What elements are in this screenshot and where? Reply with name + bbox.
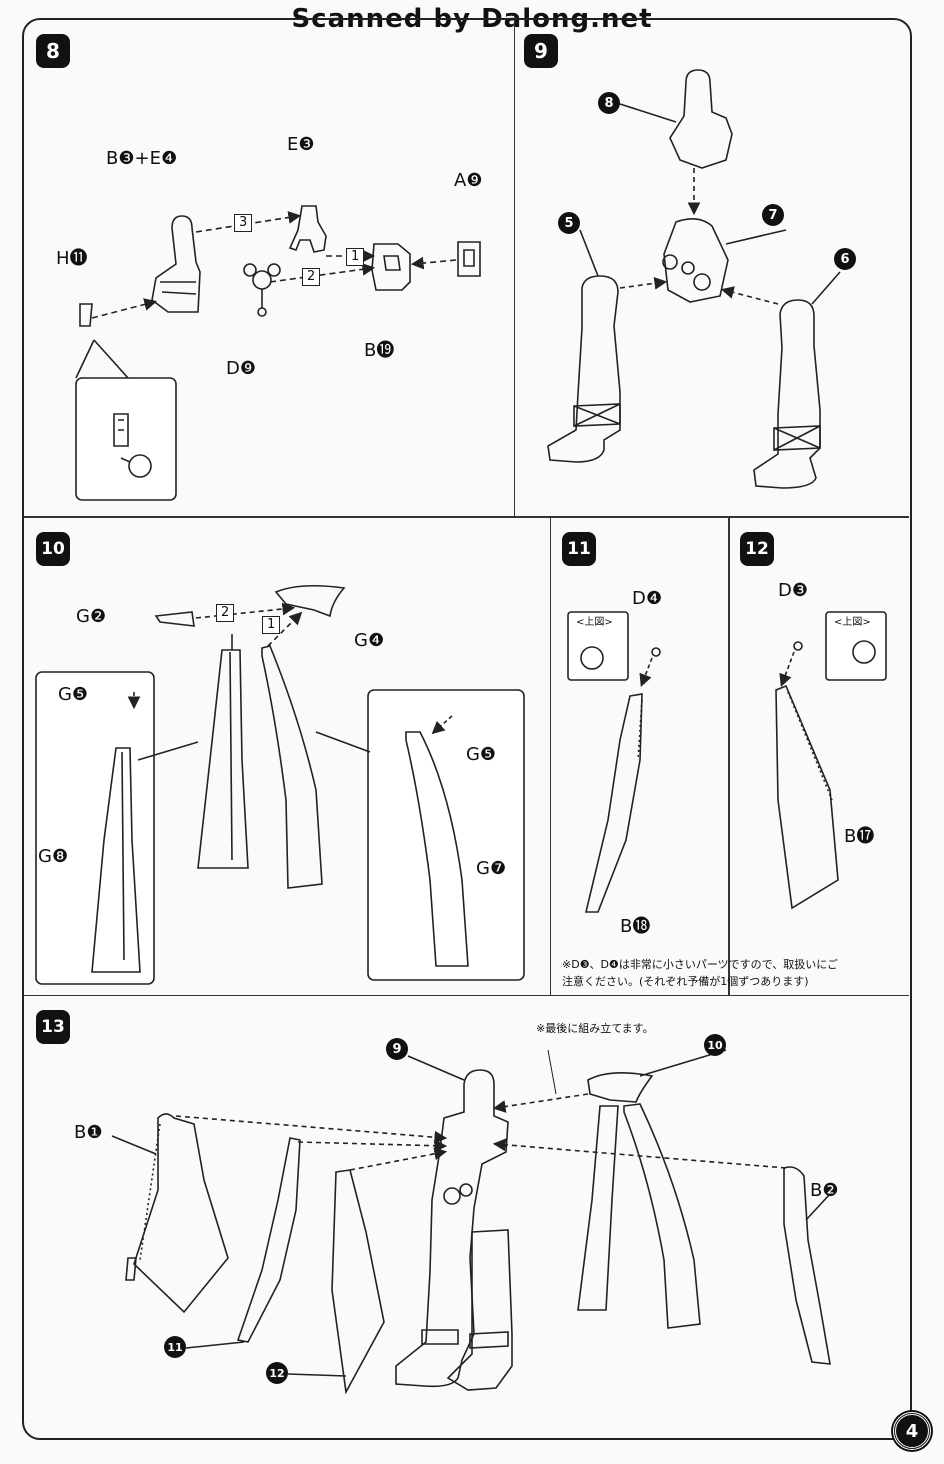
step-11-inset-caption: <上図> — [576, 617, 613, 628]
step-13-callout: 11 — [164, 1336, 186, 1358]
step-10-label-g4: G❹ — [354, 630, 385, 651]
step-10-order-mark: 2 — [216, 604, 235, 622]
step-13-label-b2: B❷ — [810, 1180, 839, 1201]
step-13-callout: 10 — [704, 1034, 726, 1056]
step-8-order-mark: 2 — [302, 268, 321, 286]
step-11-parts — [567, 611, 661, 913]
step-10-badge: 10 — [36, 532, 70, 566]
step-12-label-d3: D❸ — [778, 580, 808, 601]
step-8-parts — [75, 205, 481, 501]
step-8-label-b3e4: B❸+E❹ — [106, 148, 178, 169]
step-8-label-a9: A❾ — [454, 170, 483, 191]
step-12-parts — [775, 611, 887, 910]
panel-step-9 — [514, 20, 909, 517]
step-13-callout: 12 — [266, 1362, 288, 1384]
step-11-label-b18: B⓲ — [620, 916, 651, 937]
step-10-parts — [35, 584, 525, 985]
step-13-callout: 9 — [386, 1038, 408, 1060]
small-parts-footnote-line-1: ※D❸、D❹は非常に小さいパーツですので、取扱いにご — [562, 958, 838, 971]
panel-step-12 — [728, 517, 909, 996]
step-8-label-d9: D❾ — [226, 358, 256, 379]
step-8-badge: 8 — [36, 34, 70, 68]
step-10-label-g5-left: G❺ — [58, 684, 89, 705]
step-13-note: ※最後に組み立てます。 — [536, 1022, 654, 1035]
step-10-label-g5-right: G❺ — [466, 744, 497, 765]
step-10-label-g8: G❽ — [38, 846, 69, 867]
step-12-inset-caption: <上図> — [834, 617, 871, 628]
page-number: 4 — [893, 1412, 931, 1450]
step-10-order-mark: 1 — [262, 616, 281, 634]
step-9-callout: 7 — [762, 204, 784, 226]
step-13-label-b1: B❶ — [74, 1122, 103, 1143]
step-13-parts — [111, 1049, 831, 1395]
step-10-label-g7: G❼ — [476, 858, 507, 879]
step-8-label-b19: B⓳ — [364, 340, 395, 361]
step-8-order-mark: 3 — [234, 214, 253, 232]
step-12-badge: 12 — [740, 532, 774, 566]
step-11-badge: 11 — [562, 532, 596, 566]
step-9-parts — [547, 69, 841, 489]
step-8-label-h11: H⓫ — [56, 248, 88, 269]
step-9-callout: 5 — [558, 212, 580, 234]
step-8-label-e3: E❸ — [287, 134, 315, 155]
panel-step-11 — [550, 517, 730, 996]
page-frame — [22, 18, 912, 1440]
step-9-callout: 8 — [598, 92, 620, 114]
step-9-badge: 9 — [524, 34, 558, 68]
step-9-callout: 6 — [834, 248, 856, 270]
step-12-label-b17: B⓱ — [844, 826, 875, 847]
small-parts-footnote-line-2: 注意ください。(それぞれ予備が1個ずつあります) — [562, 975, 809, 988]
step-13-badge: 13 — [36, 1010, 70, 1044]
step-11-label-d4: D❹ — [632, 588, 662, 609]
step-8-order-mark: 1 — [346, 248, 365, 266]
step-10-label-g2: G❷ — [76, 606, 107, 627]
